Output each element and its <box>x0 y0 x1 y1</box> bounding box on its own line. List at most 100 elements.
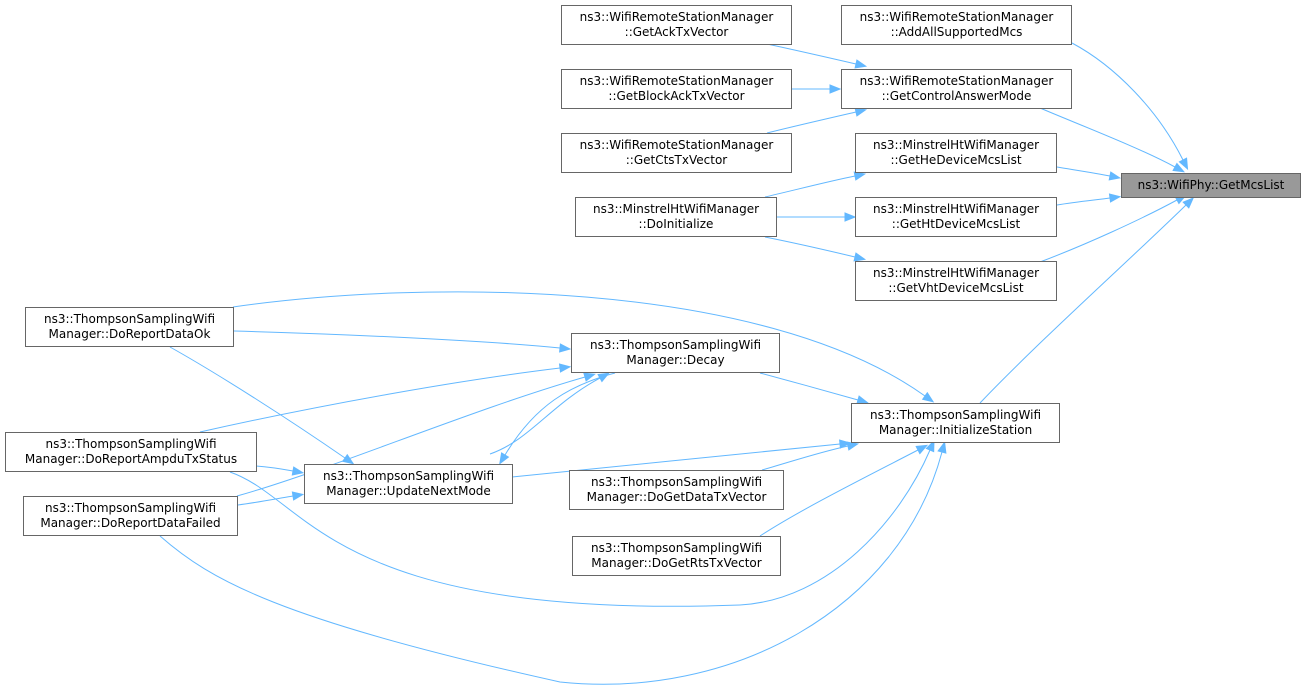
node-getrts[interactable]: ns3::ThompsonSamplingWifiManager::DoGetR… <box>572 536 781 576</box>
node-htdev[interactable]: ns3::MinstrelHtWifiManager::GetHtDeviceM… <box>855 197 1057 237</box>
edge-update-to-initst-line <box>511 443 841 478</box>
node-label-line: ns3::WifiPhy::GetMcsList <box>1138 178 1285 192</box>
edge-htdev-to-getmcs-arrowhead <box>1108 193 1122 203</box>
node-label-line: ns3::ThompsonSamplingWifi <box>591 475 762 489</box>
edge-doinit-to-vhtdev-line <box>764 236 856 258</box>
node-label-line: ::GetCtsTxVector <box>626 153 728 167</box>
edge-decay-to-initst-arrowhead <box>856 395 869 405</box>
edge-getctrl-to-getmcs-arrowhead <box>1172 162 1185 173</box>
node-doinit[interactable]: ns3::MinstrelHtWifiManager::DoInitialize <box>575 197 777 237</box>
edge-getack-to-getctrl <box>766 43 868 69</box>
edge-getcts-to-getctrl-line <box>766 111 857 134</box>
edge-getcts-to-getctrl <box>766 107 868 134</box>
edge-getctrl-to-getmcs <box>1039 107 1185 173</box>
edge-ampdu-to-update-arrowhead <box>291 466 305 476</box>
node-vhtdev[interactable]: ns3::MinstrelHtWifiManager::GetVhtDevice… <box>855 261 1057 301</box>
node-label-line: ::GetAckTxVector <box>625 25 729 39</box>
edge-htdev-to-getmcs <box>1056 193 1122 206</box>
edge-getdata-to-initst-line <box>761 445 849 471</box>
edge-addall-to-getmcs-arrowhead <box>1178 157 1189 171</box>
edge-vhtdev-to-getmcs-line <box>1039 199 1178 263</box>
node-failed[interactable]: ns3::ThompsonSamplingWifiManager::DoRepo… <box>23 496 238 536</box>
node-label-line: Manager::DoReportDataOk <box>49 327 211 341</box>
edge-decay-to-initst-line <box>759 372 859 401</box>
edge-decay-to-update-line <box>504 372 616 456</box>
node-box <box>571 333 780 373</box>
node-box <box>304 464 513 504</box>
edge-ampdu-to-initst <box>229 439 935 607</box>
node-label-line: ::GetControlAnswerMode <box>882 89 1032 103</box>
node-label-line: ::GetHeDeviceMcsList <box>890 153 1021 167</box>
edge-ampdu-to-decay-arrowhead <box>558 363 572 373</box>
node-getblock[interactable]: ns3::WifiRemoteStationManager::GetBlockA… <box>561 69 792 109</box>
node-label-line: Manager::DoReportAmpduTxStatus <box>25 452 237 466</box>
node-ampdu[interactable]: ns3::ThompsonSamplingWifiManager::DoRepo… <box>5 432 257 472</box>
node-label-line: ns3::ThompsonSamplingWifi <box>590 338 761 352</box>
edge-getack-to-getctrl-line <box>766 43 857 65</box>
node-label-line: ns3::WifiRemoteStationManager <box>580 10 774 24</box>
node-label-line: ns3::ThompsonSamplingWifi <box>870 408 1041 422</box>
node-update[interactable]: ns3::ThompsonSamplingWifiManager::Update… <box>304 464 513 504</box>
node-getmcs[interactable]: ns3::WifiPhy::GetMcsList <box>1121 173 1301 198</box>
edge-hedev-to-getmcs <box>1056 166 1122 181</box>
edge-ampdu-to-update <box>255 465 305 476</box>
node-addall[interactable]: ns3::WifiRemoteStationManager::AddAllSup… <box>841 5 1072 45</box>
edge-ampdu-to-decay-line <box>199 367 561 433</box>
node-initst[interactable]: ns3::ThompsonSamplingWifiManager::Initia… <box>851 403 1060 443</box>
node-label-line: ns3::MinstrelHtWifiManager <box>593 202 759 216</box>
edge-update-to-decay <box>489 372 610 455</box>
node-getack[interactable]: ns3::WifiRemoteStationManager::GetAckTxV… <box>561 5 792 45</box>
edge-doinit-to-vhtdev <box>764 236 867 262</box>
node-getcts[interactable]: ns3::WifiRemoteStationManager::GetCtsTxV… <box>561 133 792 173</box>
edge-failed-to-initst-line <box>159 451 943 685</box>
edge-htdev-to-getmcs-line <box>1056 197 1111 206</box>
node-box <box>569 470 784 510</box>
edge-update-to-decay-line <box>489 377 601 455</box>
node-getdata[interactable]: ns3::ThompsonSamplingWifiManager::DoGetD… <box>569 470 784 510</box>
edge-failed-to-initst-arrowhead <box>937 441 947 454</box>
node-box <box>855 197 1057 237</box>
node-label-line: ns3::WifiRemoteStationManager <box>580 74 774 88</box>
edge-decay-to-initst <box>759 372 869 405</box>
node-hedev[interactable]: ns3::MinstrelHtWifiManager::GetHeDeviceM… <box>855 133 1057 173</box>
node-label-line: Manager::DoGetDataTxVector <box>587 490 767 504</box>
edge-getblock-to-getctrl <box>792 84 842 94</box>
node-label-line: ns3::ThompsonSamplingWifi <box>591 541 762 555</box>
edge-dataok-to-decay-line <box>233 330 561 349</box>
node-box <box>572 536 781 576</box>
edge-doinit-to-htdev <box>777 212 857 222</box>
node-box <box>1121 173 1301 198</box>
node-box <box>5 432 257 472</box>
edge-ampdu-to-decay <box>199 363 572 433</box>
node-label-line: ns3::ThompsonSamplingWifi <box>323 469 494 483</box>
node-label-line: Manager::Decay <box>626 353 724 367</box>
edge-failed-to-decay-arrowhead <box>583 372 596 382</box>
node-getctrl[interactable]: ns3::WifiRemoteStationManager::GetContro… <box>841 69 1072 109</box>
edge-dataok-to-decay-arrowhead <box>559 343 572 353</box>
nodes-layer: ns3::WifiPhy::GetMcsList ns3::WifiRemoteS… <box>5 5 1301 576</box>
node-box <box>23 496 238 536</box>
edge-decay-to-update <box>499 372 616 465</box>
node-label-line: ::GetHtDeviceMcsList <box>892 217 1021 231</box>
node-box <box>561 5 792 45</box>
node-label-line: ns3::ThompsonSamplingWifi <box>45 437 216 451</box>
edge-hedev-to-getmcs-arrowhead <box>1108 171 1122 181</box>
node-label-line: ns3::ThompsonSamplingWifi <box>45 501 216 515</box>
edge-doinit-to-hedev-arrowhead <box>853 171 867 181</box>
node-dataok[interactable]: ns3::ThompsonSamplingWifiManager::DoRepo… <box>25 307 234 347</box>
node-box <box>575 197 777 237</box>
edge-ampdu-to-initst-arrowhead <box>925 439 935 453</box>
edge-dataok-to-decay <box>233 330 572 353</box>
node-label-line: ::DoInitialize <box>639 217 714 231</box>
edge-initst-to-getmcs <box>979 197 1195 404</box>
node-label-line: Manager::DoGetRtsTxVector <box>591 556 761 570</box>
edge-getctrl-to-getmcs-line <box>1039 107 1176 168</box>
edge-hedev-to-getmcs-line <box>1056 166 1111 177</box>
node-label-line: ns3::WifiRemoteStationManager <box>860 10 1054 24</box>
node-label-line: ::GetVhtDeviceMcsList <box>888 281 1024 295</box>
node-box <box>25 307 234 347</box>
edge-getrts-to-initst <box>759 444 929 537</box>
edge-dataok-to-initst <box>232 291 935 403</box>
